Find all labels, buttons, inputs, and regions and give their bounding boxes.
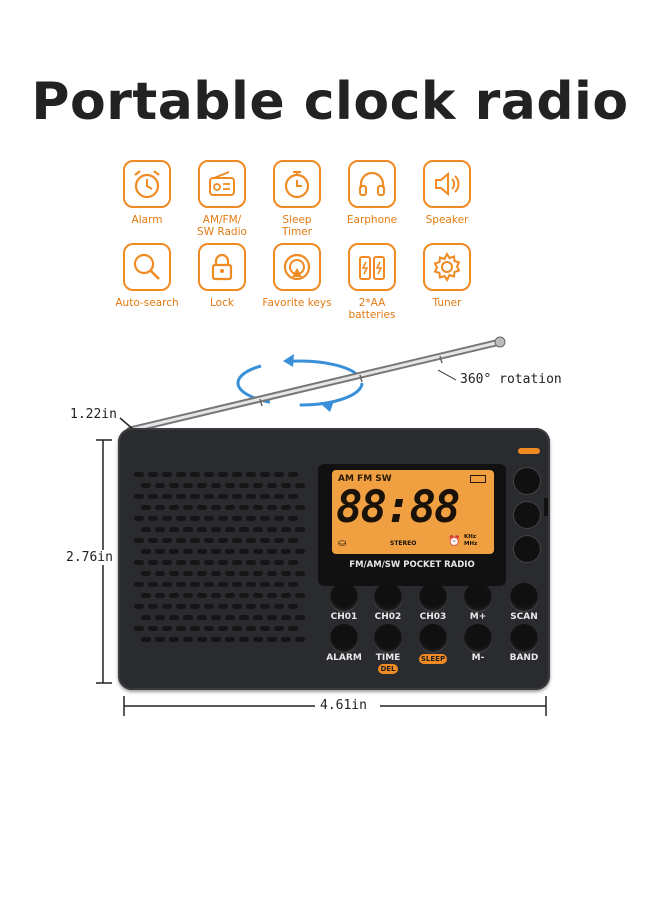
m-plus-label: M+ [469, 612, 487, 622]
gear-icon [423, 243, 471, 291]
scan-button[interactable] [510, 583, 538, 611]
time-button[interactable] [374, 624, 402, 652]
model-label: FM/AM/SW POCKET RADIO [349, 560, 475, 570]
m-plus-button[interactable] [464, 583, 492, 611]
radio-icon [198, 160, 246, 208]
feature-label: Sleep Timer [281, 214, 312, 238]
radio-body: AM FM SW 88:88 ⛀ STEREO ⏰ KHz MHz FM/AM/… [118, 428, 550, 690]
lcd-digits: 88:88 [336, 482, 460, 533]
height-label: 2.76in [66, 550, 113, 565]
antenna [126, 336, 506, 434]
feature-label: Auto-search [115, 297, 179, 309]
lcd-stereo: STEREO [390, 540, 417, 547]
speaker-icon [423, 160, 471, 208]
lcd-screen: AM FM SW 88:88 ⛀ STEREO ⏰ KHz MHz [332, 470, 494, 554]
batteries-icon [348, 243, 396, 291]
alarm-button[interactable] [330, 624, 358, 652]
feature-favorite: Favorite keys [252, 243, 342, 309]
ch03-button[interactable] [419, 583, 447, 611]
side-switch[interactable] [544, 498, 548, 516]
band-button[interactable] [510, 624, 538, 652]
ch02-button[interactable] [374, 583, 402, 611]
speaker-grille [134, 472, 305, 642]
key-icon: ⛀ [338, 538, 347, 549]
scan-label: SCAN [510, 612, 538, 622]
stopwatch-icon [273, 160, 321, 208]
page-title: Portable clock radio [31, 72, 629, 132]
rotation-arrows-icon [236, 354, 364, 412]
rotation-label: 360° rotation [460, 372, 562, 387]
feature-label: Alarm [131, 214, 163, 226]
del-tag: DEL [378, 664, 398, 674]
depth-label: 1.22in [70, 407, 117, 422]
ch01-label: CH01 [330, 612, 358, 622]
volume-up-button[interactable] [514, 502, 540, 528]
feature-radio: AM/FM/ SW Radio [177, 160, 267, 238]
feature-padlock: Lock [177, 243, 267, 309]
padlock-icon [198, 243, 246, 291]
volume-down-button[interactable] [514, 536, 540, 562]
headphones-icon [348, 160, 396, 208]
m-minus-label: M- [471, 653, 485, 663]
magnifier-icon [123, 243, 171, 291]
feature-label: Speaker [425, 214, 469, 226]
feature-label: Earphone [346, 214, 398, 226]
feature-label: Lock [210, 297, 234, 309]
m-minus-button[interactable] [464, 624, 492, 652]
feature-magnifier: Auto-search [102, 243, 192, 309]
feature-gear: Tuner [402, 243, 492, 309]
lcd-display: AM FM SW 88:88 ⛀ STEREO ⏰ KHz MHz FM/AM/… [318, 464, 506, 586]
antenna-graphic [126, 336, 506, 434]
battery-icon [470, 475, 486, 483]
alarm-label: ALARM [326, 653, 362, 663]
feature-alarm-clock: Alarm [102, 160, 192, 226]
lcd-bands: AM FM SW [338, 474, 392, 484]
feature-stopwatch: Sleep Timer [252, 160, 342, 238]
band-label: BAND [509, 653, 539, 663]
feature-label: Tuner [432, 297, 462, 309]
lcd-units: KHz MHz [464, 534, 478, 547]
feature-label: 2*AA batteries [348, 297, 396, 321]
feature-label: AM/FM/ SW Radio [197, 214, 247, 238]
time-label: TIME [375, 653, 401, 663]
feature-batteries: 2*AA batteries [327, 243, 417, 321]
feature-speaker: Speaker [402, 160, 492, 226]
sleep-tag: SLEEP [419, 654, 447, 664]
sleep-button[interactable] [419, 624, 447, 652]
feature-headphones: Earphone [327, 160, 417, 226]
brand-logo [518, 448, 540, 454]
alarm-clock-icon [123, 160, 171, 208]
ch03-label: CH03 [419, 612, 447, 622]
width-label: 4.61in [320, 698, 367, 713]
alarm-clock-icon: ⏰ [448, 536, 461, 547]
ch01-button[interactable] [330, 583, 358, 611]
feature-label: Favorite keys [262, 297, 332, 309]
ch02-label: CH02 [374, 612, 402, 622]
power-button[interactable] [514, 468, 540, 494]
favorite-icon [273, 243, 321, 291]
